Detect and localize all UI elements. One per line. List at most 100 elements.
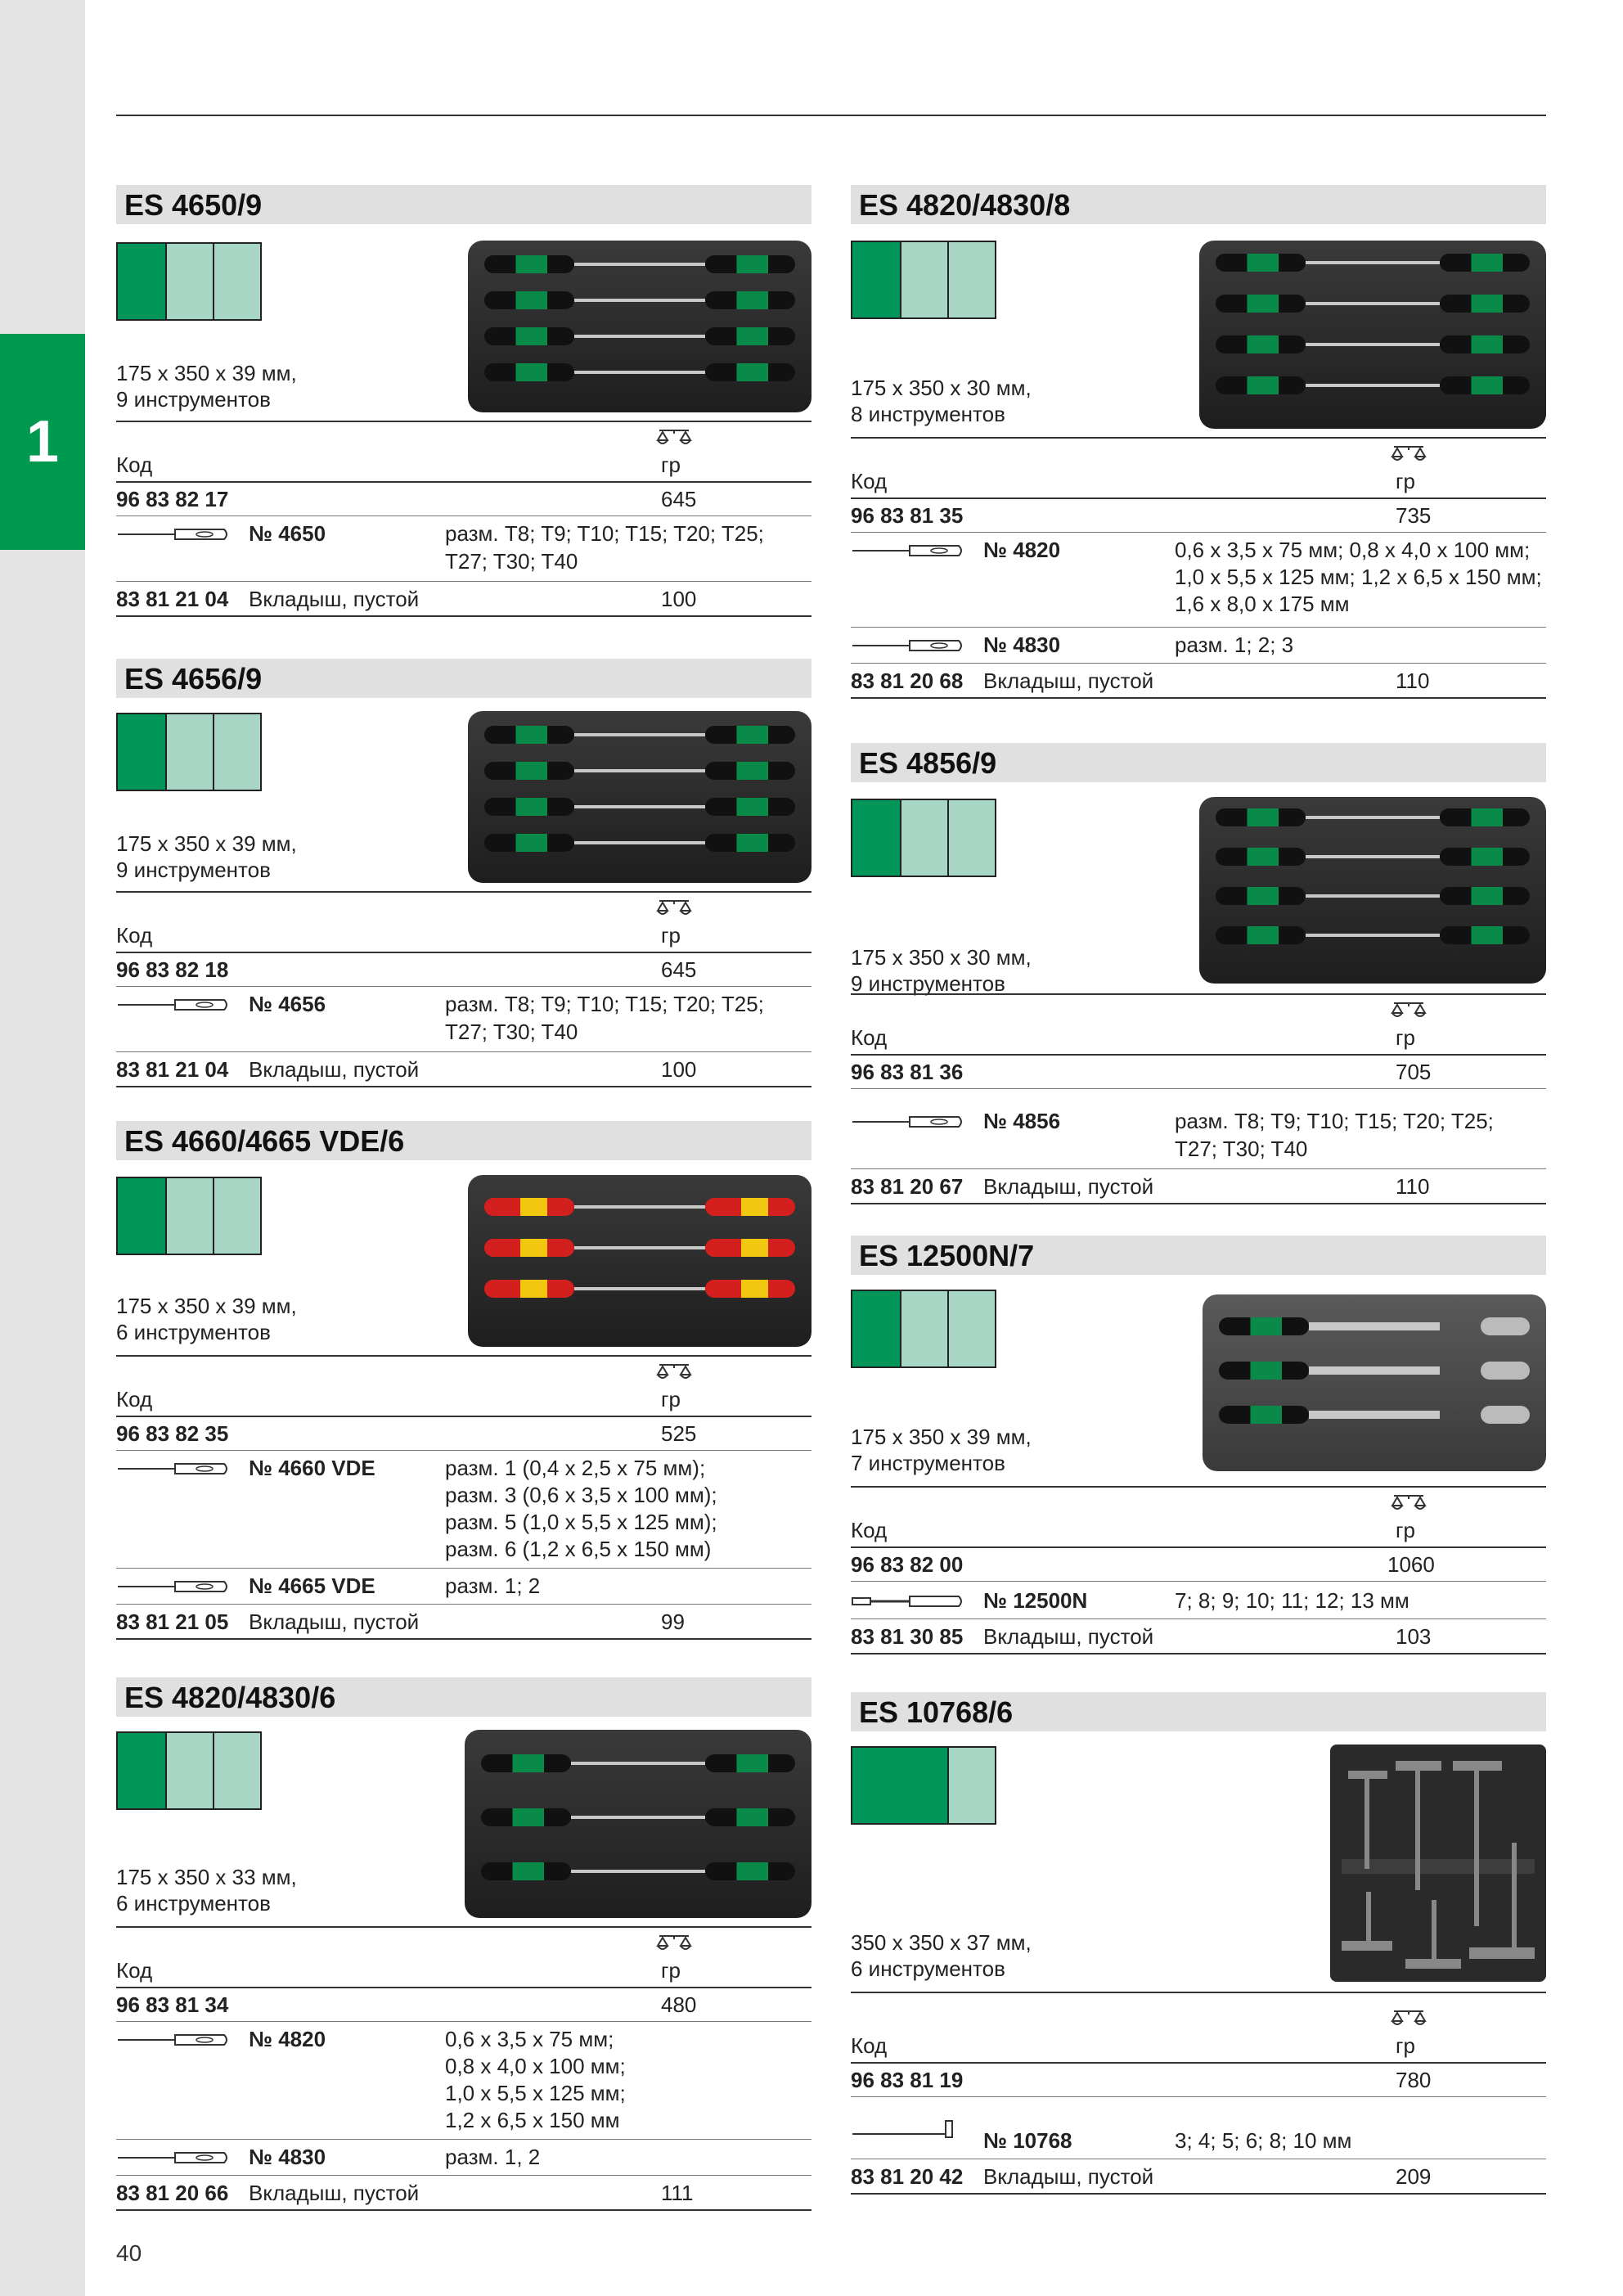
insert-label: Вкладыш, пустой — [249, 2181, 420, 2205]
insert-label: Вкладыш, пустой — [983, 669, 1154, 693]
rule — [851, 497, 1546, 499]
insert-code: 83 81 20 42 — [851, 2164, 964, 2189]
insert-code: 83 81 21 05 — [116, 1609, 229, 1634]
insert-label: Вкладыш, пустой — [249, 587, 420, 611]
swatch-light — [165, 1733, 213, 1808]
section-title: ES 4856/9 — [851, 743, 1546, 782]
rule — [116, 891, 812, 893]
screwdriver-icon — [118, 529, 227, 540]
weight-unit-header: гр — [661, 1958, 681, 1983]
set-weight: 645 — [661, 957, 697, 982]
right-column: ES 4820/4830/8 175 x 350 x 30 мм, 8 инст… — [851, 0, 1546, 2296]
rule — [116, 421, 812, 422]
item-description: разм. 5 (1,0 x 5,5 x 125 мм); — [445, 1510, 717, 1534]
section-title: ES 12500N/7 — [851, 1236, 1546, 1275]
item-description: 0,6 x 3,5 x 75 мм; 0,8 x 4,0 x 100 мм; — [1175, 538, 1531, 562]
rule — [116, 1604, 812, 1605]
rule — [116, 515, 812, 516]
insert-code: 83 81 21 04 — [116, 587, 229, 611]
section-title: ES 4820/4830/6 — [116, 1677, 812, 1717]
color-swatches — [851, 799, 996, 877]
set-code: 96 83 81 35 — [851, 503, 964, 528]
set-code: 96 83 81 34 — [116, 1992, 229, 2017]
insert-weight: 110 — [1396, 1174, 1430, 1199]
dimensions: 350 x 350 x 37 мм, 6 инструментов — [851, 1930, 1032, 1981]
weight-scale-icon — [656, 1364, 692, 1379]
rule — [116, 1987, 812, 1988]
set-code: 96 83 82 17 — [116, 487, 229, 511]
section-title: ES 4656/9 — [116, 659, 812, 698]
product-photo — [468, 241, 812, 412]
rule — [116, 952, 812, 953]
rule — [116, 481, 812, 483]
dimensions: 175 x 350 x 33 мм, 6 инструментов — [116, 1865, 297, 1916]
set-code: 96 83 82 18 — [116, 957, 229, 982]
swatch-dark — [118, 1733, 165, 1808]
rule — [851, 1992, 1546, 1993]
item-number: № 4856 — [983, 1109, 1061, 1133]
color-swatches — [116, 242, 262, 321]
dimensions: 175 x 350 x 39 мм, 9 инструментов — [116, 831, 297, 882]
code-header: Код — [116, 1387, 153, 1411]
swatch-light — [947, 1748, 995, 1823]
product-photo — [1330, 1745, 1546, 1982]
set-code: 96 83 82 00 — [851, 1552, 964, 1577]
swatch-dark — [118, 714, 165, 790]
insert-code: 83 81 20 66 — [116, 2181, 229, 2205]
left-column: ES 4650/9 175 x 350 x 39 мм, 9 инструмен… — [116, 0, 812, 2296]
section-es4856: ES 4856/9 175 x 350 x 30 мм, 9 инструмен… — [851, 743, 1546, 1209]
item-description: разм. 1 (0,4 x 2,5 x 75 мм); — [445, 1456, 706, 1480]
item-description: 1,0 x 5,5 x 125 мм; — [445, 2081, 626, 2105]
set-weight: 705 — [1396, 1060, 1432, 1084]
item-description: разм. T8; T9; T10; T15; T20; T25; — [1175, 1109, 1494, 1133]
weight-unit-header: гр — [661, 1387, 681, 1411]
color-swatches — [851, 1290, 996, 1368]
color-swatches — [116, 1177, 262, 1255]
rule — [851, 1088, 1546, 1089]
swatch-light — [165, 1178, 213, 1254]
product-photo — [465, 1730, 812, 1918]
section-es12500: ES 12500N/7 175 x 350 x 39 мм, 7 инструм… — [851, 1236, 1546, 1677]
rule — [851, 627, 1546, 628]
dimensions: 175 x 350 x 39 мм, 7 инструментов — [851, 1425, 1032, 1475]
weight-unit-header: гр — [1396, 469, 1415, 493]
screwdriver-icon — [118, 2034, 227, 2046]
insert-label: Вкладыш, пустой — [249, 1609, 420, 1634]
rule — [116, 1568, 812, 1569]
section-es10768: ES 10768/6 350 x 350 x 37 мм, 6 инструме… — [851, 1692, 1546, 2232]
item-number: № 4665 VDE — [249, 1573, 375, 1598]
section-title: ES 4660/4665 VDE/6 — [116, 1121, 812, 1160]
rule — [116, 1051, 812, 1052]
rule — [851, 437, 1546, 439]
insert-label: Вкладыш, пустой — [983, 1624, 1154, 1649]
item-description: 1,0 x 5,5 x 125 мм; 1,2 x 6,5 x 150 мм; — [1175, 565, 1542, 589]
code-header: Код — [851, 2033, 888, 2058]
rule — [116, 1086, 812, 1087]
screwdriver-icon — [118, 2152, 227, 2163]
insert-weight: 100 — [661, 1057, 697, 1082]
set-code: 96 83 81 36 — [851, 1060, 964, 1084]
item-number: № 12500N — [983, 1588, 1088, 1613]
weight-unit-header: гр — [661, 923, 681, 948]
insert-weight: 99 — [661, 1609, 685, 1634]
section-es4650: ES 4650/9 175 x 350 x 39 мм, 9 инструмен… — [116, 185, 812, 619]
rule — [851, 1653, 1546, 1654]
item-description: разм. T8; T9; T10; T15; T20; T25; — [445, 992, 764, 1016]
rule — [851, 1203, 1546, 1204]
item-description: 0,6 x 3,5 x 75 мм; — [445, 2027, 614, 2051]
item-description: 7; 8; 9; 10; 11; 12; 13 мм — [1175, 1588, 1409, 1613]
item-number: № 4830 — [983, 633, 1061, 657]
set-weight: 480 — [661, 1992, 697, 2017]
item-number: № 4820 — [249, 2027, 326, 2051]
item-description: T27; T30; T40 — [445, 549, 578, 574]
section-es4656: ES 4656/9 175 x 350 x 39 мм, 9 инструмен… — [116, 659, 812, 1092]
swatch-dark — [118, 244, 165, 319]
weight-scale-icon — [1391, 446, 1427, 461]
insert-label: Вкладыш, пустой — [983, 1174, 1154, 1199]
item-description: 1,2 x 6,5 x 150 мм — [445, 2108, 620, 2132]
item-description: 3; 4; 5; 6; 8; 10 мм — [1175, 2128, 1352, 2153]
set-weight: 525 — [661, 1421, 697, 1446]
top-rule — [116, 115, 1546, 116]
screwdriver-icon — [118, 1581, 227, 1592]
weight-scale-icon — [656, 900, 692, 915]
